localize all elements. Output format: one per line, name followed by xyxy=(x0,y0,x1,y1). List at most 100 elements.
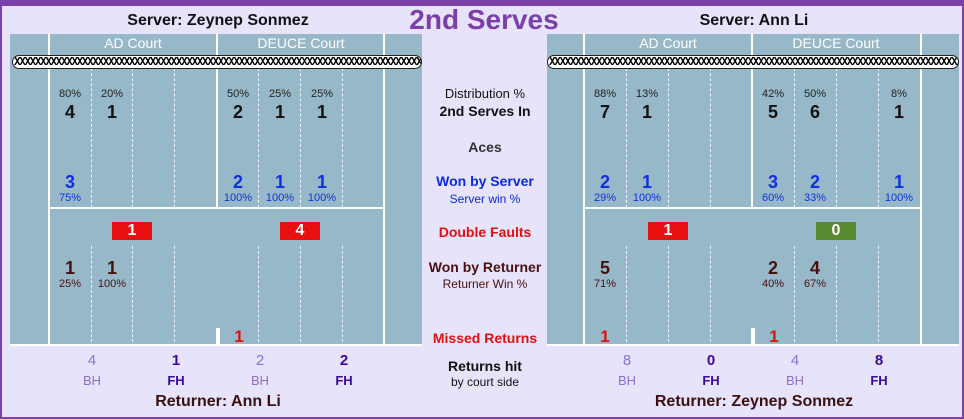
won-by-server-count: 3 xyxy=(64,172,75,192)
serves-in-count: 1 xyxy=(641,102,652,122)
missed-returns-label: Missed Returns xyxy=(432,330,538,346)
zone-divider xyxy=(300,246,301,342)
won-by-server-count: 1 xyxy=(274,172,285,192)
server-win-pct: 33% xyxy=(803,192,827,204)
returns-side-bh: BH xyxy=(82,373,102,388)
won-by-returner-count: 1 xyxy=(64,258,75,278)
dist-pct: 13% xyxy=(635,88,659,100)
by-court-side-label: by court side xyxy=(450,375,520,389)
won-by-server-count: 1 xyxy=(316,172,327,192)
serves-in-count: 5 xyxy=(767,102,778,122)
zone-divider xyxy=(794,246,795,342)
returns-count-fh: 2 xyxy=(339,352,349,369)
missed-return-marker xyxy=(216,328,220,344)
server-win-pct: 100% xyxy=(307,192,337,204)
zone-divider xyxy=(668,68,669,208)
returns-count-bh: 8 xyxy=(622,352,632,369)
server-win-pct: 100% xyxy=(632,192,662,204)
returns-side-bh: BH xyxy=(785,373,805,388)
serves-in-count: 1 xyxy=(316,102,327,122)
won-by-returner-label: Won by Returner xyxy=(428,259,542,275)
center-service-line xyxy=(216,34,218,208)
zone-divider xyxy=(794,68,795,208)
returner-win-pct: 71% xyxy=(593,278,617,290)
double-fault-box: 0 xyxy=(816,222,856,240)
server-win-pct: 29% xyxy=(593,192,617,204)
won-by-returner-count: 2 xyxy=(767,258,778,278)
dist-pct: 80% xyxy=(58,88,82,100)
zone-divider xyxy=(836,246,837,342)
dist-pct: 50% xyxy=(803,88,827,100)
won-by-server-count: 1 xyxy=(893,172,904,192)
dist-pct: 42% xyxy=(761,88,785,100)
missed-return-count: 1 xyxy=(600,327,610,346)
center-service-line xyxy=(751,34,753,208)
returner-win-pct: 67% xyxy=(803,278,827,290)
double-faults-label: Double Faults xyxy=(438,224,532,240)
serves-in-count: 1 xyxy=(106,102,117,122)
aces-label: Aces xyxy=(468,139,502,155)
double-fault-box: 4 xyxy=(280,222,320,240)
missed-return-count: 1 xyxy=(769,327,779,346)
zone-divider xyxy=(878,68,879,208)
returns-count-bh: 2 xyxy=(255,352,265,369)
serves-in-count: 4 xyxy=(64,102,75,122)
baseline xyxy=(10,344,422,346)
won-by-returner-count: 1 xyxy=(106,258,117,278)
returns-side-bh: BH xyxy=(617,373,637,388)
zone-divider xyxy=(132,246,133,342)
zone-divider xyxy=(91,68,92,208)
returns-count-bh: 4 xyxy=(87,352,97,369)
right-server-name: Server: Ann Li xyxy=(699,12,809,29)
returner-win-pct: 25% xyxy=(58,278,82,290)
right-net: XXXXXXXXXXXXXXXXXXXXXXXXXXXXXXXXXXXXXXXX… xyxy=(547,55,959,69)
won-by-server-count: 1 xyxy=(641,172,652,192)
dist-pct: 88% xyxy=(593,88,617,100)
double-fault-box: 1 xyxy=(112,222,152,240)
serves-in-count: 7 xyxy=(599,102,610,122)
server-win-pct: 75% xyxy=(58,192,82,204)
returner-win-pct: 40% xyxy=(761,278,785,290)
returns-count-fh: 8 xyxy=(874,352,884,369)
left-sideline xyxy=(583,34,585,346)
zone-divider xyxy=(258,68,259,208)
left-sideline xyxy=(48,34,50,346)
zone-divider xyxy=(342,246,343,342)
returns-count-fh: 0 xyxy=(706,352,716,369)
dist-pct: 25% xyxy=(310,88,334,100)
left-server-name: Server: Zeynep Sonmez xyxy=(127,12,309,29)
missed-return-marker xyxy=(751,328,755,344)
right-ad-court-label: AD Court xyxy=(639,35,697,51)
right-sideline xyxy=(383,34,385,346)
zone-divider xyxy=(710,246,711,342)
zone-divider xyxy=(626,68,627,208)
returns-side-fh: FH xyxy=(335,373,353,388)
won-by-server-count: 3 xyxy=(767,172,778,192)
zone-divider xyxy=(836,68,837,208)
server-win-pct: 100% xyxy=(265,192,295,204)
zone-divider xyxy=(300,68,301,208)
zone-divider xyxy=(132,68,133,208)
server-win-pct: 100% xyxy=(884,192,914,204)
dist-pct: 50% xyxy=(226,88,250,100)
returns-count-bh: 4 xyxy=(790,352,800,369)
right-sideline xyxy=(920,34,922,346)
service-line xyxy=(50,207,383,209)
serves-in-count: 6 xyxy=(809,102,820,122)
returns-count-fh: 1 xyxy=(171,352,181,369)
server-win-pct: 100% xyxy=(223,192,253,204)
dist-pct: 20% xyxy=(100,88,124,100)
won-by-returner-count: 4 xyxy=(809,258,820,278)
zone-divider xyxy=(878,246,879,342)
returns-hit-label: Returns hit xyxy=(448,358,522,374)
missed-return-count: 1 xyxy=(234,327,244,346)
left-net: XXXXXXXXXXXXXXXXXXXXXXXXXXXXXXXXXXXXXXXX… xyxy=(12,55,422,69)
right-court xyxy=(547,34,959,346)
won-by-server-count: 2 xyxy=(599,172,610,192)
service-line xyxy=(585,207,920,209)
server-win-pct: 60% xyxy=(761,192,785,204)
returns-side-fh: FH xyxy=(702,373,720,388)
returner-win-pct-label: Returner Win % xyxy=(442,277,528,291)
zone-divider xyxy=(91,246,92,342)
